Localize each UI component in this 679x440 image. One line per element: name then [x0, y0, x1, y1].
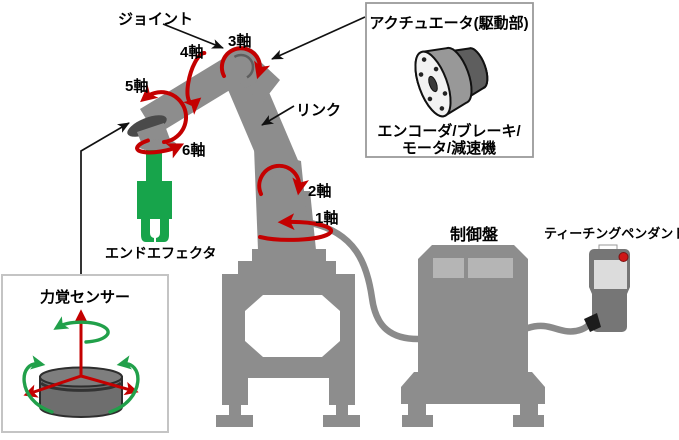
- axis3-rotation-arrow: [219, 46, 271, 80]
- pendant-cable-connector: [584, 313, 601, 332]
- link-leader-line: [261, 105, 295, 126]
- teaching-pendant: [584, 244, 630, 332]
- end-effector-body: [137, 181, 172, 219]
- cabinet-foot-left: [402, 415, 433, 427]
- axis6-rotation-arrow: [135, 138, 185, 159]
- label-end-effector: エンドエフェクタ: [105, 245, 216, 261]
- force-sensor-torque-arrows: [22, 316, 140, 414]
- robot-base-foot-stub-right: [336, 405, 348, 416]
- force-axis-right: [80, 374, 139, 396]
- end-effector-finger-right: [156, 219, 169, 242]
- force-sensor-leader-line: [80, 122, 130, 276]
- control-cabinet: [401, 245, 545, 427]
- axis1-rotation-arrow: [258, 213, 334, 242]
- actuator-bolt-holes: [418, 57, 448, 111]
- end-effector-neck: [146, 150, 162, 182]
- actuator-caption-line2: モータ/減速機: [402, 139, 496, 157]
- actuator-callout: アクチュエータ(駆動部) エンコーダ/ブレーキ/ モータ/減速機: [365, 2, 534, 158]
- robot-base-stand: [222, 274, 355, 378]
- rotation-arrows: [135, 46, 334, 242]
- label-axis1: 1軸: [315, 209, 338, 227]
- actuator-shaft-hole: [428, 75, 438, 93]
- label-axis3: 3軸: [228, 32, 251, 50]
- label-axis2: 2軸: [308, 182, 331, 200]
- label-control-panel: 制御盤: [450, 225, 499, 244]
- actuator-caption-line1: エンコーダ/ブレーキ/: [377, 122, 521, 140]
- cable-robot-to-cabinet: [307, 219, 422, 343]
- robot-base-flange-upper: [252, 249, 326, 262]
- actuator-illustration: [414, 46, 489, 118]
- robot-base-foot-left: [216, 415, 253, 427]
- robot-base-foot-stub-left: [229, 405, 241, 416]
- cabinet-foot-stub-right: [520, 404, 538, 415]
- end-effector-finger-left: [141, 219, 154, 242]
- torque-arrow-right-axis: [108, 355, 140, 414]
- cabinet-foot-right: [513, 415, 544, 427]
- force-sensor-callout: 力覚センサー: [1, 274, 169, 433]
- cabinet-vent-large: [468, 258, 513, 278]
- actuator-leader-line: [271, 16, 366, 60]
- pendant-emergency-button: [618, 252, 629, 262]
- axis2-rotation-arrow: [257, 163, 309, 196]
- cabinet-stand: [401, 372, 545, 404]
- robot-base-foot-right: [323, 415, 360, 427]
- robot-base-flange-lower: [238, 261, 336, 274]
- cabinet-vent-small: [433, 258, 464, 278]
- leader-lines: [80, 16, 366, 276]
- force-sensor-box-title: 力覚センサー: [40, 288, 130, 306]
- robot-base-leg-right: [329, 378, 355, 405]
- axis4-rotation-arrow: [183, 51, 207, 115]
- label-joint: ジョイント: [118, 11, 193, 28]
- torque-arrow-vertical-axis: [53, 316, 110, 344]
- cabinet-foot-stub-left: [408, 404, 426, 415]
- joint-leader-line: [162, 23, 224, 49]
- label-teaching-pendant: ティーチングペンダント: [544, 226, 679, 241]
- label-axis6: 6軸: [182, 141, 205, 159]
- robot-base-leg-left: [222, 378, 248, 405]
- label-axis5: 5軸: [125, 77, 148, 95]
- axis5-rotation-arrow: [140, 84, 189, 144]
- label-link: リンク: [296, 102, 341, 119]
- torque-arrow-left-axis: [22, 355, 54, 414]
- force-axis-left: [23, 374, 82, 398]
- pendant-screen: [594, 260, 627, 289]
- labels: ジョイント 4軸 3軸 5軸 6軸 リンク 2軸 1軸 エンドエフェクタ 制御盤…: [105, 11, 679, 261]
- cable-cabinet-to-pendant: [524, 316, 597, 335]
- actuator-box-title: アクチュエータ(駆動部): [369, 14, 528, 32]
- force-sensor-cylinder-body: [39, 376, 123, 418]
- label-axis4: 4軸: [180, 43, 203, 61]
- end-effector: [137, 150, 172, 242]
- force-sensor-axes: [23, 309, 139, 398]
- robot-wrist-band: [127, 115, 167, 137]
